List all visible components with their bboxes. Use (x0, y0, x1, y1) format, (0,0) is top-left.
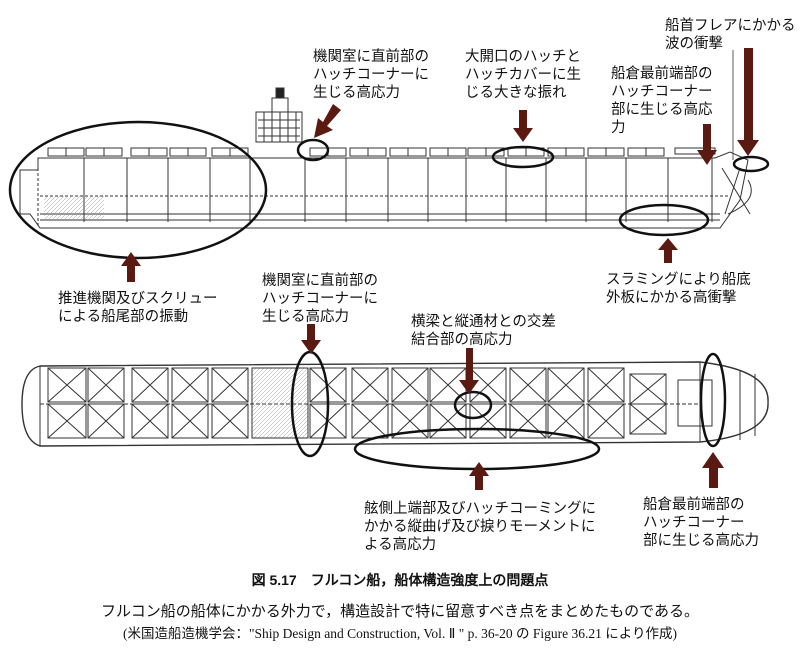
label-plan-forward-hold-hatch: 船倉最前端部の ハッチコーナー 部に生じる高応力 (643, 497, 759, 549)
hull-outline (19, 151, 749, 229)
arrow-beam-longitudinal (459, 348, 479, 394)
figure-caption-description: フルコン船の船体にかかる外力で，構造設計で特に留意すべき点をまとめたものである。 (101, 604, 699, 620)
hatch-covers (47, 367, 756, 440)
arrow-engine-hatch-profile (314, 104, 341, 138)
arrow-side-coaming (469, 462, 489, 490)
arrow-forward-hatch-profile (697, 124, 717, 165)
label-profile-forward-hold-hatch: 船倉最前端部の ハッチコーナー 部に生じる高応 力 (611, 66, 713, 136)
arrow-stern (121, 252, 141, 282)
label-plan-beam-longitudinal: 横梁と縦通材との交差 結合部の高応力 (411, 314, 556, 348)
figure-caption-title: 図 5.17 フルコン船，船体構造強度上の問題点 (251, 572, 549, 588)
arrow-engine-hatch-plan (301, 324, 321, 354)
ellipse-engine-hatch-profile (296, 138, 330, 162)
ellipse-forward-hatch-plan (699, 352, 727, 448)
deck-containers (47, 147, 716, 157)
label-profile-large-opening: 大開口のハッチと ハッチカバーに生 じる大きな振れ (465, 49, 581, 101)
plan-hull-outline (21, 361, 769, 447)
arrow-forward-hatch-plan (702, 452, 724, 488)
label-profile-stern-vibration: 推進機関及びスクリュー による船尾部の振動 (58, 291, 218, 325)
arrow-bow-flare (737, 48, 759, 156)
arrow-large-opening (513, 110, 533, 142)
plan-view (21, 361, 769, 447)
arrows (121, 48, 759, 490)
label-plan-side-coaming: 舷側上端部及びハッチコーミングに かかる縦曲げ及び捩りモーメントに よる高応力 (364, 501, 596, 553)
ellipse-beam-longitudinal (453, 390, 493, 420)
ellipse-side-coaming (353, 427, 601, 471)
ellipse-slamming (618, 203, 710, 237)
label-profile-engine-room-hatch: 機関室に直前部の ハッチコーナーに 生じる高応力 (313, 49, 429, 101)
figure-caption-source: (米国造船造機学会："Ship Design and Construction,… (123, 626, 677, 641)
ellipse-bow-flare (732, 155, 770, 173)
label-profile-bow-flare: 船首フレアにかかる 波の衝撃 (665, 18, 796, 52)
label-plan-engine-room-hatch: 機関室に直前部の ハッチコーナーに 生じる高応力 (262, 273, 378, 325)
superstructure (255, 87, 303, 143)
label-profile-slamming: スラミングにより船底 外板にかかる高衝撃 (606, 272, 751, 306)
arrow-slamming (658, 238, 678, 263)
ellipse-large-opening (491, 145, 555, 169)
ellipse-stern (8, 120, 268, 260)
